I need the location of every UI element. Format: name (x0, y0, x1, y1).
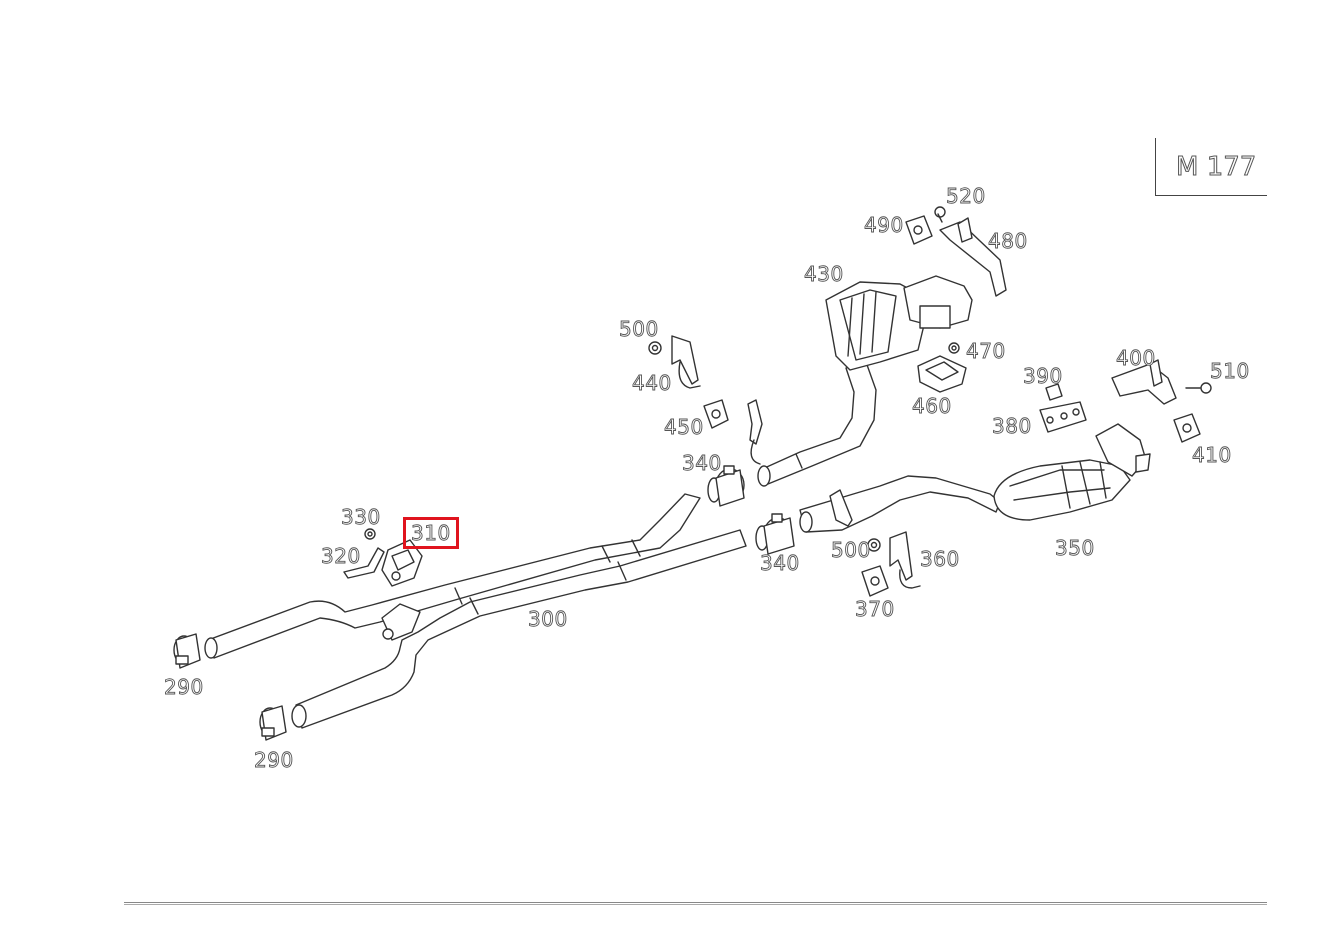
callout-360[interactable]: 360 (920, 547, 960, 571)
hanger-440[interactable] (671, 335, 701, 389)
callout-480[interactable]: 480 (988, 229, 1028, 253)
callout-290-lower[interactable]: 290 (254, 748, 294, 772)
clamp-340-lower[interactable] (755, 513, 795, 555)
clamp-290-upper[interactable] (173, 633, 201, 669)
callout-460[interactable]: 460 (912, 394, 952, 418)
engine-code-label: M 177 (1175, 152, 1257, 183)
rubber-mount-450[interactable] (703, 399, 729, 429)
actuator-460[interactable] (917, 355, 967, 393)
footer-divider (124, 902, 1267, 905)
clamp-340-upper[interactable] (707, 465, 745, 507)
callout-410[interactable]: 410 (1192, 443, 1232, 467)
callout-440[interactable]: 440 (632, 371, 672, 395)
flap-actuator-310[interactable] (381, 539, 423, 587)
nut-470[interactable] (948, 342, 960, 354)
callout-430[interactable]: 430 (804, 262, 844, 286)
callout-390[interactable]: 390 (1023, 364, 1063, 388)
callout-350[interactable]: 350 (1055, 536, 1095, 560)
callout-310-highlighted[interactable]: 310 (403, 517, 459, 549)
nut-500-upper[interactable] (648, 341, 662, 355)
callout-470[interactable]: 470 (966, 339, 1006, 363)
callout-500-upper[interactable]: 500 (619, 317, 659, 341)
nut-330[interactable] (364, 528, 376, 540)
callout-290-upper[interactable]: 290 (164, 675, 204, 699)
callout-330[interactable]: 330 (341, 505, 381, 529)
callout-380[interactable]: 380 (992, 414, 1032, 438)
hanger-upper-center[interactable] (747, 399, 763, 465)
callout-340-upper[interactable]: 340 (682, 451, 722, 475)
hanger-360[interactable] (889, 531, 921, 589)
rubber-mount-370[interactable] (861, 565, 889, 597)
clip-390[interactable] (1045, 383, 1063, 401)
bolt-520[interactable] (934, 206, 946, 223)
rubber-mount-410[interactable] (1173, 413, 1201, 443)
rear-muffler-430[interactable] (757, 275, 973, 487)
callout-400[interactable]: 400 (1116, 346, 1156, 370)
callout-320[interactable]: 320 (321, 544, 361, 568)
nut-500-lower[interactable] (867, 538, 881, 552)
callout-370[interactable]: 370 (855, 597, 895, 621)
callout-450[interactable]: 450 (664, 415, 704, 439)
lower-bracket[interactable] (829, 489, 853, 527)
callout-340-lower[interactable]: 340 (760, 551, 800, 575)
callout-300[interactable]: 300 (528, 607, 568, 631)
callout-520[interactable]: 520 (946, 184, 986, 208)
bracket-480[interactable] (939, 217, 1007, 297)
bracket-320[interactable] (343, 547, 385, 579)
bolt-510[interactable] (1185, 382, 1212, 394)
callout-490[interactable]: 490 (864, 213, 904, 237)
callout-500-lower[interactable]: 500 (831, 538, 871, 562)
crossmember-400[interactable] (1111, 359, 1177, 405)
front-pipe-300[interactable] (204, 493, 747, 729)
heat-shield-380[interactable] (1039, 401, 1087, 433)
callout-510[interactable]: 510 (1210, 359, 1250, 383)
rubber-mount-490[interactable] (905, 215, 933, 245)
clamp-290-lower[interactable] (259, 705, 287, 741)
engine-code-box: M 177 (1155, 138, 1267, 196)
